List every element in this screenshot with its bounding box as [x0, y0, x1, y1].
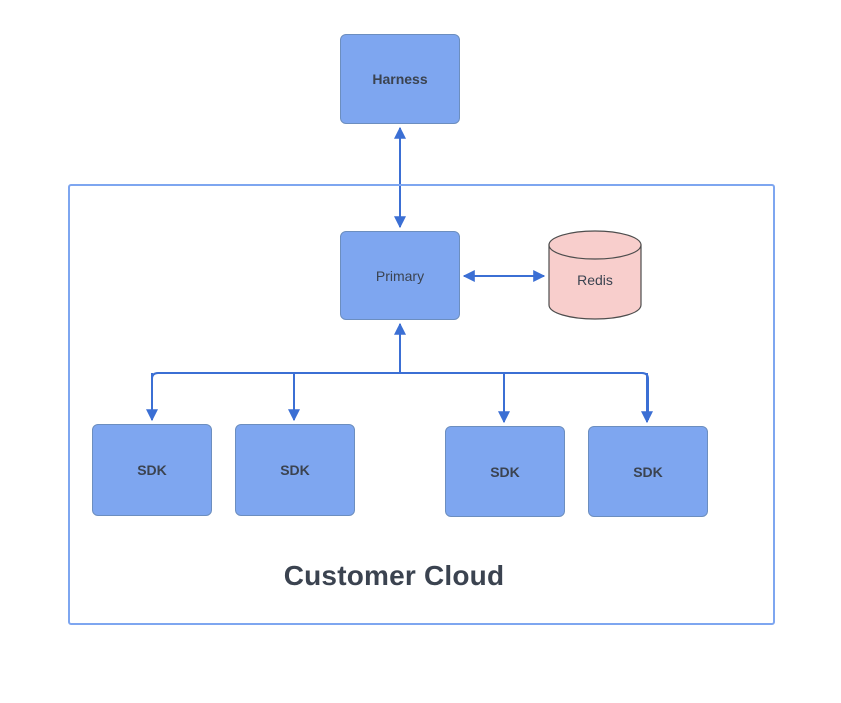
node-sdk-4[interactable]: SDK	[588, 426, 708, 517]
customer-cloud-boundary	[68, 184, 775, 625]
customer-cloud-label: Customer Cloud	[283, 560, 505, 591]
node-sdk-1-label: SDK	[137, 462, 167, 478]
node-sdk-4-label: SDK	[633, 463, 663, 480]
node-sdk-2-label: SDK	[280, 462, 310, 478]
node-harness[interactable]: Harness	[340, 34, 460, 124]
node-sdk-2[interactable]: SDK	[235, 424, 355, 516]
node-harness-label: Harness	[372, 71, 428, 87]
cylinder-icon	[548, 230, 642, 320]
node-redis-label: Redis	[577, 272, 613, 288]
node-sdk-3[interactable]: SDK	[445, 426, 565, 517]
node-redis[interactable]: Redis	[548, 230, 642, 320]
node-sdk-1[interactable]: SDK	[92, 424, 212, 516]
node-sdk-3-label: SDK	[490, 463, 520, 480]
node-primary[interactable]: Primary	[340, 231, 460, 320]
node-primary-label: Primary	[375, 267, 425, 284]
